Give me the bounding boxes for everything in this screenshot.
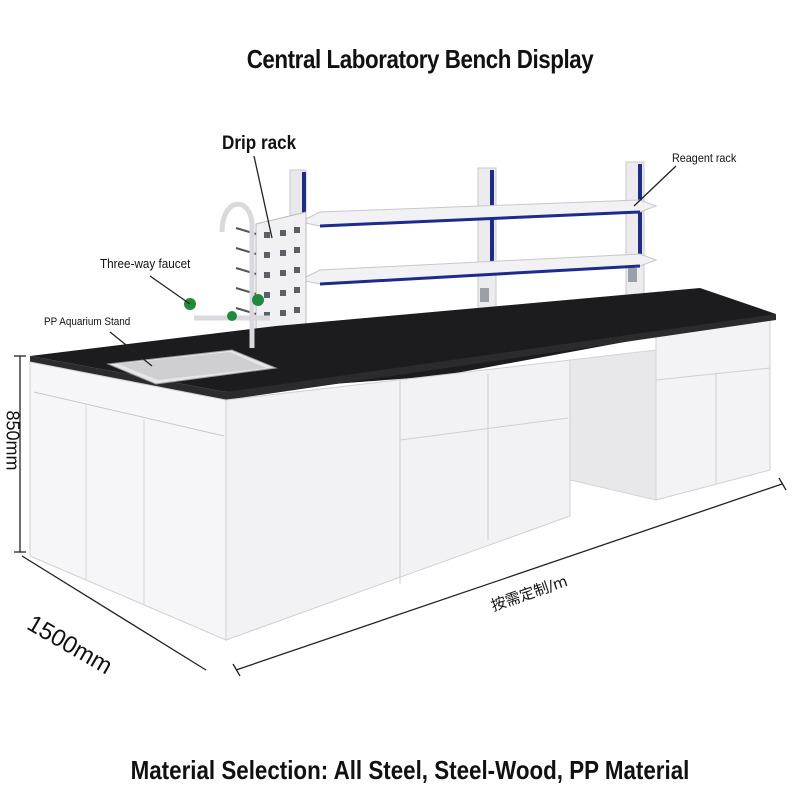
bench-left-cabinet [29,359,571,641]
dimension-lines [14,355,787,677]
page-title: Central Laboratory Bench Display [246,44,594,74]
faucet-label: Three-way faucet [100,256,191,271]
sink [106,349,278,385]
bench-right-cabinet [569,311,771,501]
height-dimension-label: 850mm [2,410,23,471]
drip-rack-label: Drip rack [222,133,297,154]
material-caption: Material Selection: All Steel, Steel-Woo… [130,755,690,785]
leader-lines [109,155,677,367]
reagent-rack-label: Reagent rack [672,151,737,165]
aquarium-stand-label: PP Aquarium Stand [44,316,131,328]
